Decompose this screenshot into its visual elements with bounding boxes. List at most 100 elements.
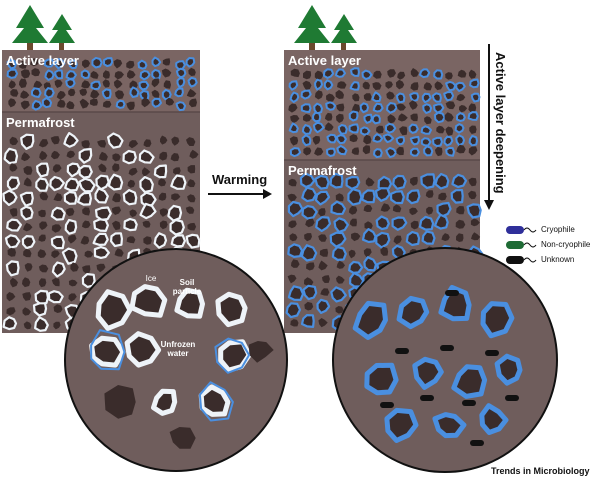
soil-particle [64,177,80,192]
soil-particle [4,234,21,249]
soil-particle [35,177,49,192]
soil-particle [66,208,75,217]
soil-particle [363,93,372,101]
soil-particle [431,92,442,103]
soil-particle [81,273,96,288]
soil-particle [289,91,300,103]
soil-particle [151,68,162,80]
soil-particle [391,216,408,231]
soil-particle [398,113,408,122]
soil-particle [6,218,22,232]
soil-particle [90,329,126,371]
soil-particle [348,123,360,134]
soil-particle [38,234,46,242]
soil-particle [395,79,405,90]
soil-particle [425,190,434,198]
soil-particle [395,136,406,146]
soil-particle [287,243,304,258]
soil-particle [129,80,138,90]
soil-particle [165,97,175,106]
soil-particle [124,331,162,368]
soil-particle [385,146,397,159]
soil-particle [153,164,168,179]
soil-particle [385,122,397,134]
soil-particle [129,86,140,98]
soil-particle [468,103,477,113]
soil-particle [451,173,468,189]
soil-particle [198,384,231,417]
soil-particle [454,123,465,134]
soil-particle [10,277,18,288]
soil-particle [122,149,137,165]
soil-particle [122,189,138,206]
soil-particle [102,70,110,79]
soil-particle [456,144,466,154]
soil-particle [101,88,112,100]
soil-particle [127,70,136,79]
soil-particle [456,206,465,215]
soil-particle [248,341,274,363]
soil-particle [20,133,35,150]
soil-particle [336,260,345,269]
soil-particle [51,150,60,160]
soil-particle [287,200,304,218]
soil-particle [385,81,393,89]
unknown-microbe [505,395,519,401]
soil-particle [170,153,180,162]
soil-particle [393,235,402,245]
soil-particle [418,215,435,231]
soil-particle [41,97,53,109]
soil-particle [30,58,40,67]
soil-particle [335,89,344,99]
soil-particle [138,80,150,91]
soil-particle [330,286,347,303]
soil-particle [290,115,300,124]
soil-particle [94,187,109,204]
soil-particle [399,126,408,136]
soil-particle [375,215,390,231]
soil-particle [375,231,391,249]
soil-particle [22,277,31,288]
soil-particle [372,133,384,143]
soil-particle [82,59,91,69]
soil-particle [469,125,477,134]
soil-particle [2,189,18,206]
soil-particle [23,166,33,175]
soil-particle-label: Soil particle [172,278,202,296]
soil-particle [115,90,125,100]
soil-particle [66,162,81,178]
unknown-microbe [445,290,459,296]
soil-particle [304,301,314,311]
soil-particle [39,191,49,201]
cryophile-icon [506,226,537,234]
soil-particle [494,353,523,386]
soil-particle [49,175,65,192]
soil-particle [468,177,477,187]
soil-particle [151,97,162,108]
soil-particle [80,69,91,79]
soil-particle [107,173,124,191]
soil-particle [382,133,395,144]
soil-particle [37,249,47,258]
soil-particle [362,81,370,90]
soil-particle [445,72,453,80]
soil-particle [92,232,109,246]
soil-particle [351,147,360,155]
soil-particle [174,87,184,98]
soil-particle [159,208,169,217]
soil-particle [151,89,160,98]
soil-particle [52,164,62,173]
soil-particle [326,133,338,144]
soil-particle [78,148,93,164]
active-layer-label-left: Active layer [6,53,79,68]
soil-particle [288,178,297,187]
soil-particle [300,89,312,100]
soil-particle [287,285,305,301]
soil-particle [352,300,388,340]
soil-particle [300,314,315,328]
soil-particle [329,231,347,248]
soil-particle [137,59,148,70]
soil-particle [468,146,478,156]
unfrozen-water-label: Unfrozen water [160,340,196,358]
soil-particle [410,113,418,122]
